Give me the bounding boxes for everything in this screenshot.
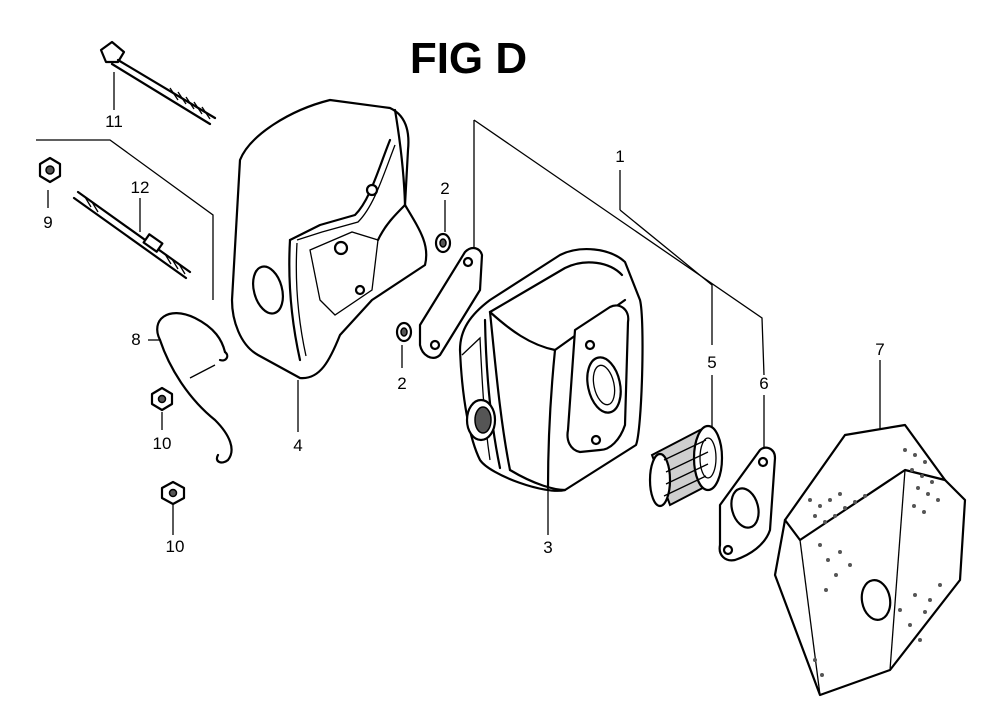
callout-10-lower: 10 <box>165 537 185 556</box>
callout-6: 6 <box>759 374 769 393</box>
part-12-stud <box>72 190 192 280</box>
part-10-nut-lower <box>160 480 186 506</box>
part-2-washer-upper <box>434 232 452 254</box>
callout-1: 1 <box>615 147 625 166</box>
callout-5: 5 <box>707 353 717 372</box>
callout-9: 9 <box>43 213 53 232</box>
callout-10-upper: 10 <box>152 434 172 453</box>
callout-11: 11 <box>105 112 123 131</box>
cover-perforations <box>808 448 942 677</box>
callout-3: 3 <box>543 538 553 557</box>
part-5-spark-arrester <box>648 424 724 508</box>
figure-title: FIG D <box>409 34 528 83</box>
part-8-wire-clip <box>156 312 233 464</box>
callout-12: 12 <box>130 178 150 197</box>
callout-2-lower: 2 <box>397 374 407 393</box>
part-6-gasket <box>718 446 777 562</box>
part-10-nut-upper <box>150 386 174 412</box>
part-4-muffler-protector <box>230 98 428 380</box>
part-3-muffler <box>458 248 644 492</box>
callout-8: 8 <box>131 330 141 349</box>
part-7-muffler-cover <box>773 423 967 697</box>
part-2-washer-lower <box>395 321 413 343</box>
callout-7: 7 <box>875 340 885 359</box>
muffler-gasket <box>418 246 484 359</box>
callout-4: 4 <box>293 436 303 455</box>
part-9-nut <box>38 156 62 184</box>
callout-2-upper: 2 <box>440 179 450 198</box>
part-11-long-bolt <box>99 40 217 126</box>
